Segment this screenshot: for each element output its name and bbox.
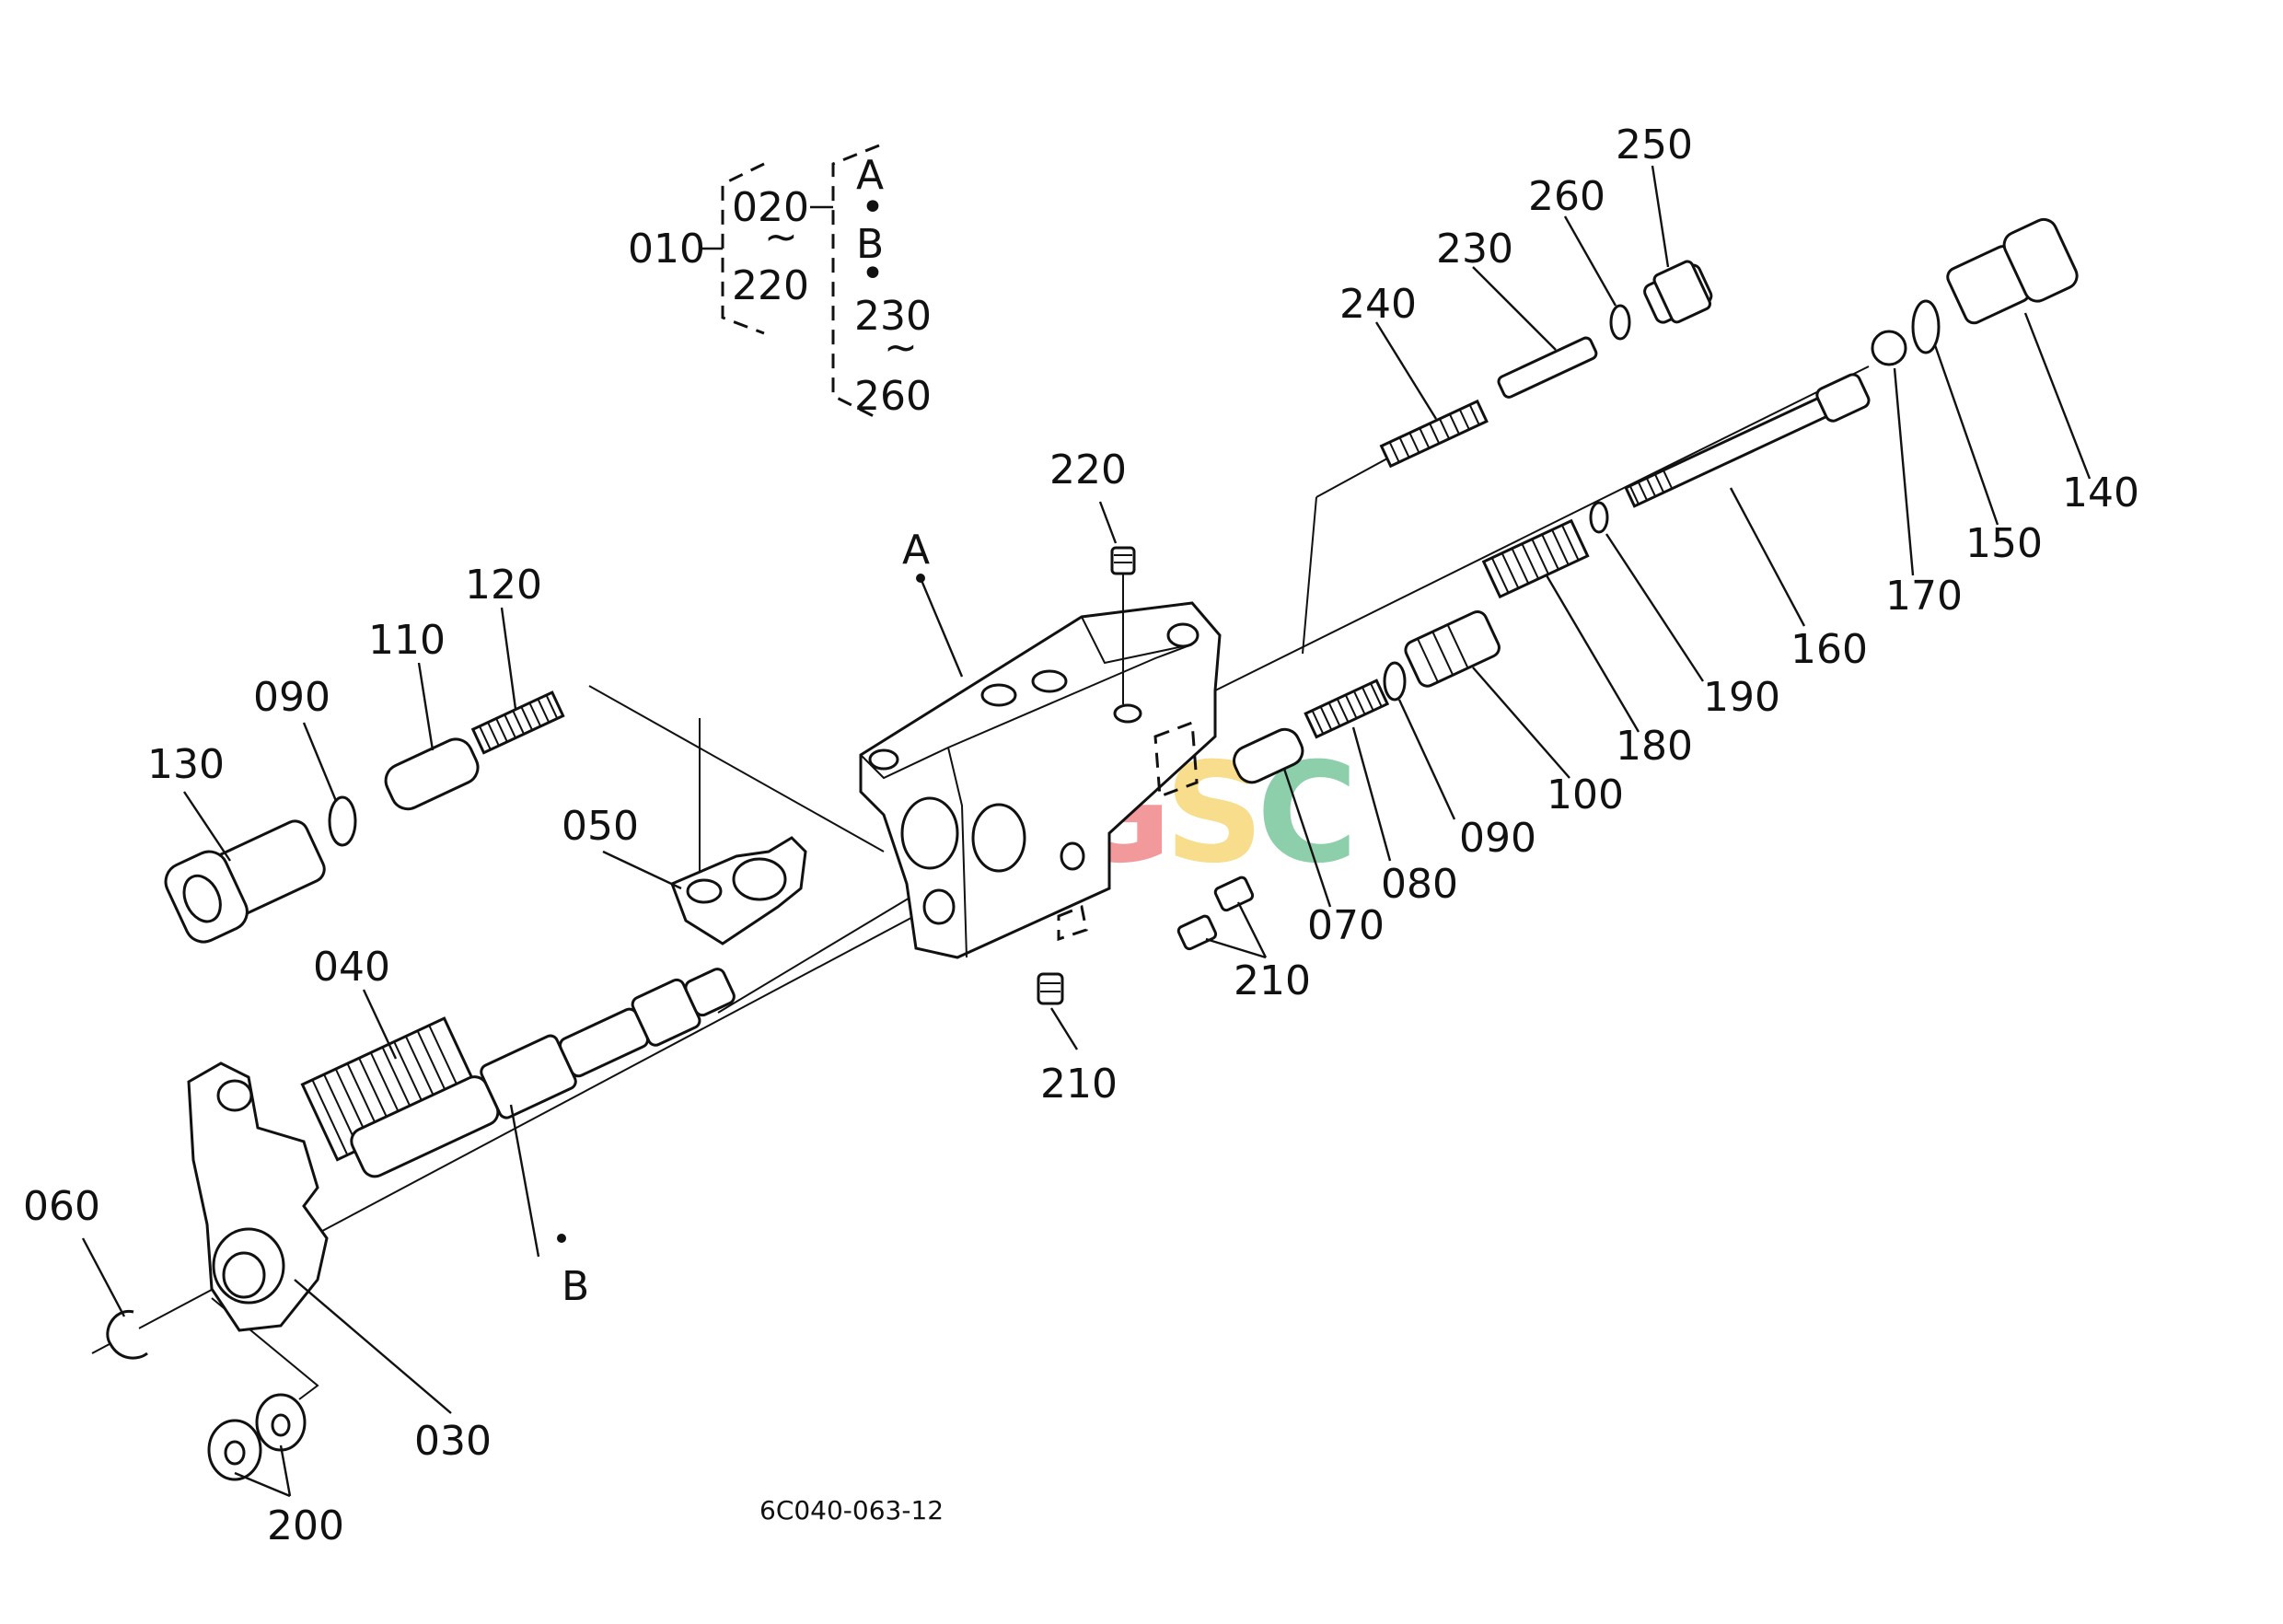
part-030-lever: [187, 1061, 329, 1332]
part-160-rod: [1624, 373, 1871, 508]
label-150: 150: [1965, 520, 2043, 567]
label-110: 110: [368, 617, 446, 664]
group-extra-first-label: 230: [854, 293, 932, 340]
label-260: 260: [1528, 173, 1605, 220]
label-240: 240: [1339, 281, 1417, 328]
label-160: 160: [1790, 626, 1868, 673]
label-200: 200: [267, 1502, 344, 1549]
drawing-code: 6C040-063-12: [759, 1495, 944, 1525]
label-080: 080: [1381, 861, 1458, 908]
valve-body-a: [859, 601, 1222, 959]
part-250-plug: [1643, 260, 1713, 324]
label-210-lower: 210: [1040, 1061, 1118, 1108]
label-b: B: [562, 1263, 589, 1310]
group-extra-range-mark: ~: [884, 324, 918, 371]
label-a: A: [902, 527, 930, 574]
label-190: 190: [1703, 674, 1780, 721]
part-210-plugs: [1037, 876, 1255, 1005]
label-100: 100: [1547, 771, 1624, 818]
label-130: 130: [147, 741, 225, 788]
label-070: 070: [1307, 902, 1385, 949]
group-bullet-2: •: [861, 250, 885, 297]
group-assy-a-label: A: [856, 152, 884, 199]
part-b-spool: [350, 968, 736, 1178]
label-060: 060: [23, 1183, 100, 1230]
label-050: 050: [562, 803, 639, 850]
part-070-piston: [1233, 727, 1304, 784]
assy-b-dot: [557, 1234, 566, 1243]
group-sub-last-label: 220: [732, 262, 809, 309]
part-090-oring-right: [1383, 661, 1407, 702]
part-090-oring-left: [328, 795, 357, 847]
part-180-spring: [1481, 518, 1590, 599]
part-100-cap: [1404, 610, 1501, 688]
part-220-plug: [1110, 546, 1136, 704]
part-150-oring: [1911, 299, 1941, 354]
part-240-spring: [1379, 399, 1489, 469]
group-sub-range-mark: ~: [764, 214, 798, 261]
label-090-left: 090: [253, 674, 330, 721]
part-260-oring: [1609, 304, 1631, 341]
label-220: 220: [1049, 447, 1127, 493]
leader-lines: [81, 165, 2092, 1498]
part-190-oring: [1589, 501, 1609, 534]
group-root-label: 010: [628, 226, 705, 273]
group-assy-b-label: B: [856, 221, 884, 268]
assy-a-dot: [916, 574, 925, 583]
part-110-piston: [384, 737, 480, 811]
part-120-spring: [470, 690, 565, 755]
label-040: 040: [313, 944, 390, 991]
label-030: 030: [414, 1418, 492, 1465]
part-080-spring: [1304, 679, 1390, 739]
label-210-right: 210: [1234, 957, 1311, 1004]
callout-labels: 250 260 230 240 140 150 170 160 190 180 …: [23, 122, 2139, 1549]
label-180: 180: [1616, 723, 1693, 770]
label-090-right: 090: [1459, 815, 1536, 862]
label-120: 120: [465, 562, 542, 609]
part-170-ball: [1871, 330, 1907, 366]
label-170: 170: [1885, 573, 1963, 620]
label-140: 140: [2062, 470, 2139, 516]
part-140-plug: [1946, 217, 2079, 325]
group-bullet-1: •: [861, 184, 885, 231]
part-060-snap-ring: [106, 1309, 148, 1360]
label-250: 250: [1616, 122, 1693, 168]
part-230-poppet: [1497, 336, 1598, 399]
label-230: 230: [1436, 226, 1513, 273]
part-130-plug: [164, 819, 326, 944]
part-200-nuts: [207, 1393, 307, 1481]
group-extra-last-label: 260: [854, 373, 932, 420]
group-sub-first-label: 020: [732, 184, 809, 231]
part-050-bracket: [670, 836, 807, 945]
assembly-group-bracket: 010 020 ~ 220 A • B • 230 ~ 260: [628, 144, 932, 421]
